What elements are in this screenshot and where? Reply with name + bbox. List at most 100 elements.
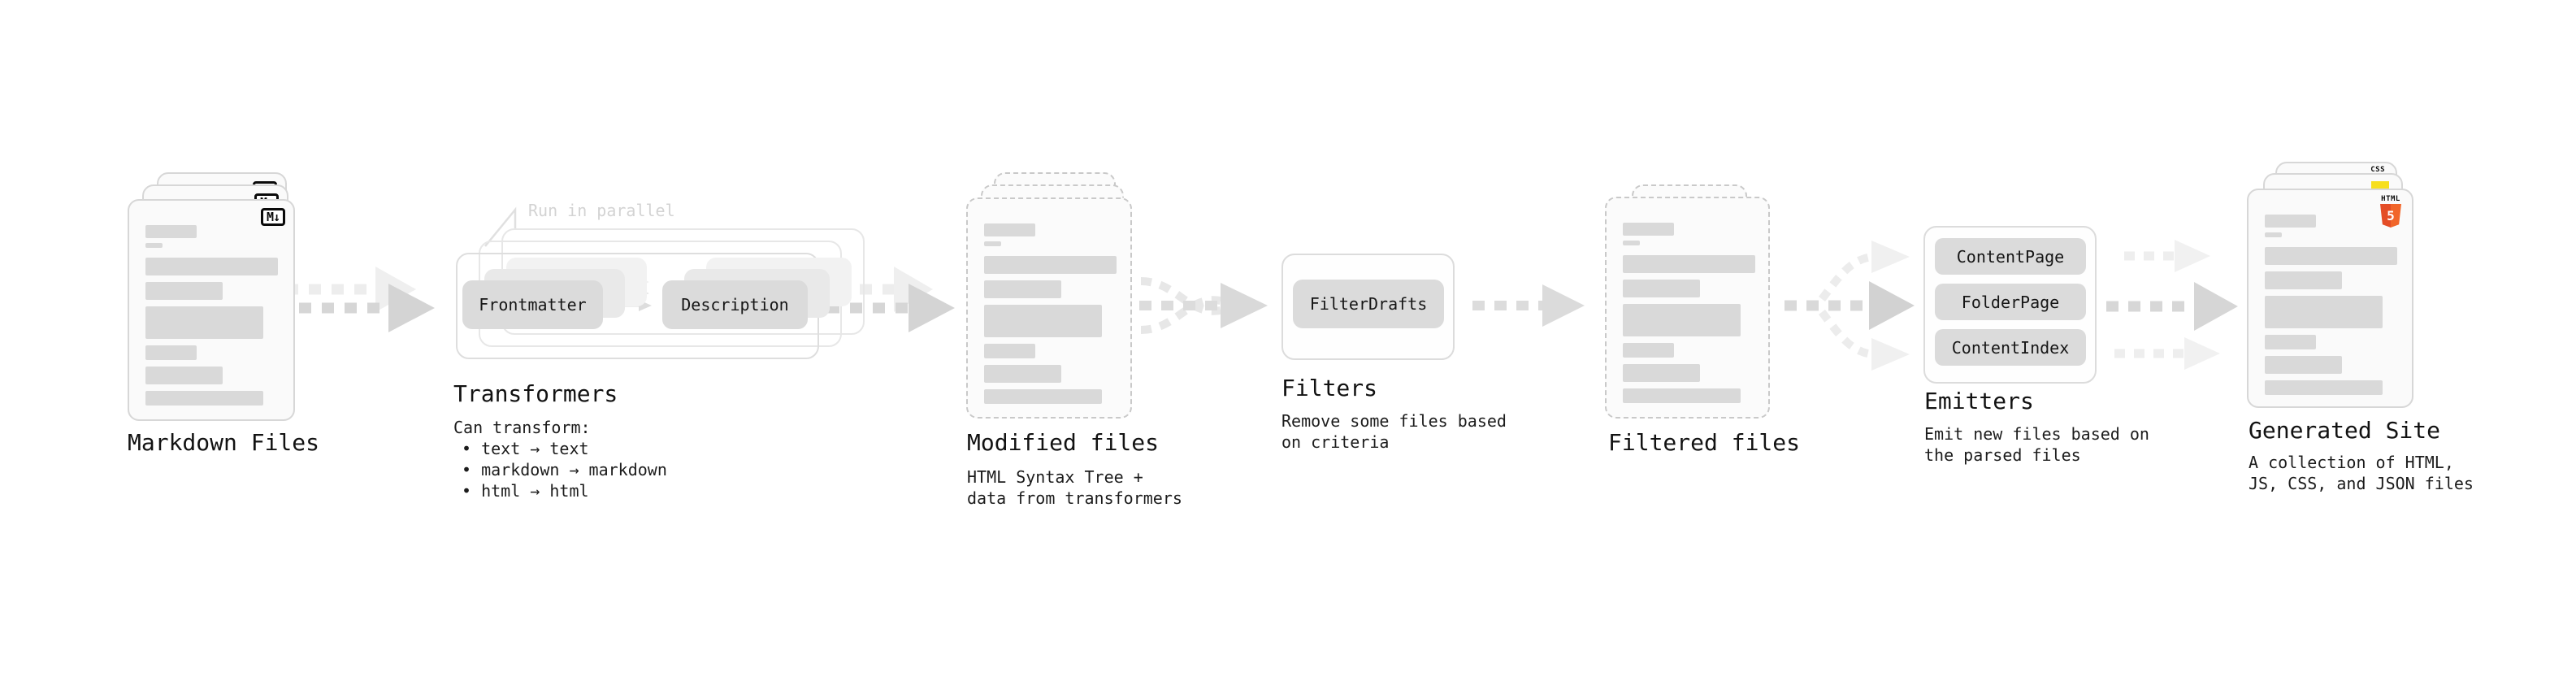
doc-placeholder-bar <box>145 391 263 406</box>
filters-subtitle: Remove some files based on criteria <box>1281 410 1507 453</box>
doc-placeholder-bar <box>984 280 1061 298</box>
doc-placeholder-bar <box>145 243 163 248</box>
branch-curve-top <box>1819 253 1873 302</box>
arrowhead <box>1221 283 1268 328</box>
doc-placeholder-bar <box>145 367 223 384</box>
arrowhead <box>388 284 435 332</box>
subtitle-line: Remove some files based <box>1281 411 1507 431</box>
arrowhead <box>1871 241 1910 273</box>
doc-placeholder-bar <box>2265 247 2397 265</box>
modified-files-subtitle: HTML Syntax Tree + data from transformer… <box>967 466 1182 509</box>
branch-curve-bottom <box>1819 309 1873 358</box>
filterdrafts-pill-label: FilterDrafts <box>1309 294 1428 314</box>
doc-placeholder-bar <box>984 305 1102 337</box>
doc-placeholder-bar <box>145 225 197 238</box>
filtered-file-stack <box>1605 184 1808 428</box>
generated-html-file-card: HTML 5 <box>2247 189 2413 408</box>
transformers-description-line: Can transform: <box>453 418 591 437</box>
arrowhead <box>1542 284 1585 327</box>
markdown-icon: M↓ <box>260 208 285 226</box>
document-placeholder-lines <box>145 201 278 406</box>
description-pill-label: Description <box>681 295 789 314</box>
run-in-parallel-label: Run in parallel <box>528 201 675 220</box>
contentindex-pill: ContentIndex <box>1935 329 2086 366</box>
contentindex-pill-label: ContentIndex <box>1951 337 2070 358</box>
arrowhead <box>375 267 416 312</box>
markdown-file-stack: M↓ M↓ M↓ <box>128 172 331 424</box>
document-placeholder-lines <box>1623 198 1755 403</box>
stage-title-modified-files: Modified files <box>967 429 1160 456</box>
doc-placeholder-bar <box>1623 364 1700 382</box>
doc-placeholder-bar <box>1623 343 1674 358</box>
stage-title-markdown-files: Markdown Files <box>128 429 320 456</box>
arrowhead <box>2184 337 2220 370</box>
doc-placeholder-bar <box>145 345 197 360</box>
generated-site-stack: CSS HTML 5 <box>2247 162 2450 414</box>
contentpage-pill: ContentPage <box>1935 238 2086 275</box>
subtitle-line: the parsed files <box>1924 445 2081 465</box>
description-pill: Description <box>662 280 808 329</box>
arrowhead <box>2194 282 2238 331</box>
doc-placeholder-bar <box>984 256 1117 274</box>
html5-icon: HTML 5 <box>2380 195 2401 228</box>
doc-placeholder-bar <box>984 389 1102 404</box>
doc-placeholder-bar <box>2265 232 2282 237</box>
transformers-bullet: • text → text <box>462 439 589 458</box>
doc-placeholder-bar <box>1623 388 1741 403</box>
doc-placeholder-bar <box>1623 241 1640 245</box>
subtitle-line: HTML Syntax Tree + <box>967 467 1143 487</box>
doc-placeholder-bar <box>2265 271 2342 289</box>
folderpage-pill: FolderPage <box>1935 284 2086 320</box>
arrowhead <box>909 284 955 332</box>
stage-title-filtered-files: Filtered files <box>1608 429 1801 456</box>
stage-title-generated-site: Generated Site <box>2249 417 2441 444</box>
arrowhead <box>894 267 933 312</box>
doc-placeholder-bar <box>984 223 1035 236</box>
subtitle-line: JS, CSS, and JSON files <box>2249 474 2474 493</box>
stage-title-emitters: Emitters <box>1924 388 2034 414</box>
filterdrafts-pill: FilterDrafts <box>1293 280 1444 328</box>
doc-placeholder-bar <box>145 282 223 300</box>
folderpage-pill-label: FolderPage <box>1961 292 2060 312</box>
doc-placeholder-bar <box>1623 280 1700 297</box>
arrowhead <box>2175 240 2210 272</box>
subtitle-line: data from transformers <box>967 488 1182 508</box>
filtered-file-card-front <box>1605 197 1770 419</box>
doc-placeholder-bar <box>145 306 263 339</box>
html5-icon-shield: 5 <box>2380 204 2401 228</box>
contentpage-pill-label: ContentPage <box>1956 246 2065 267</box>
frontmatter-pill-label: Frontmatter <box>479 295 587 314</box>
doc-placeholder-bar <box>1623 304 1741 336</box>
document-placeholder-lines <box>2265 190 2397 395</box>
doc-placeholder-bar <box>1623 223 1674 236</box>
modified-file-stack <box>966 172 1169 424</box>
html5-icon-word: HTML <box>2381 195 2400 203</box>
emitters-subtitle: Emit new files based on the parsed files <box>1924 423 2149 466</box>
arrowhead <box>1869 281 1915 330</box>
transformers-bullet: • html → html <box>462 481 589 501</box>
subtitle-line: Emit new files based on <box>1924 424 2149 444</box>
document-placeholder-lines <box>984 199 1117 404</box>
doc-placeholder-bar <box>2265 215 2316 228</box>
stage-title-filters: Filters <box>1281 375 1378 401</box>
connector-emitters-to-generated <box>2106 240 2238 370</box>
doc-placeholder-bar <box>145 258 278 275</box>
doc-placeholder-bar <box>1623 255 1755 273</box>
doc-placeholder-bar <box>2265 380 2383 395</box>
stage-title-transformers: Transformers <box>453 380 618 407</box>
doc-placeholder-bar <box>2265 356 2342 374</box>
modified-file-card-front <box>966 197 1132 419</box>
transformers-bullet: • markdown → markdown <box>462 460 667 479</box>
doc-placeholder-bar <box>984 241 1001 246</box>
subtitle-line: on criteria <box>1281 432 1390 452</box>
frontmatter-pill: Frontmatter <box>462 280 603 329</box>
markdown-file-card-front: M↓ <box>128 199 295 421</box>
generated-site-subtitle: A collection of HTML, JS, CSS, and JSON … <box>2249 452 2474 494</box>
doc-placeholder-bar <box>984 365 1061 383</box>
arrowhead <box>1871 338 1910 371</box>
transformers-description: Can transform: • text → text • markdown … <box>453 417 667 501</box>
doc-placeholder-bar <box>2265 296 2383 328</box>
connector-filters-to-filtered <box>1472 284 1585 327</box>
doc-placeholder-bar <box>2265 335 2316 349</box>
